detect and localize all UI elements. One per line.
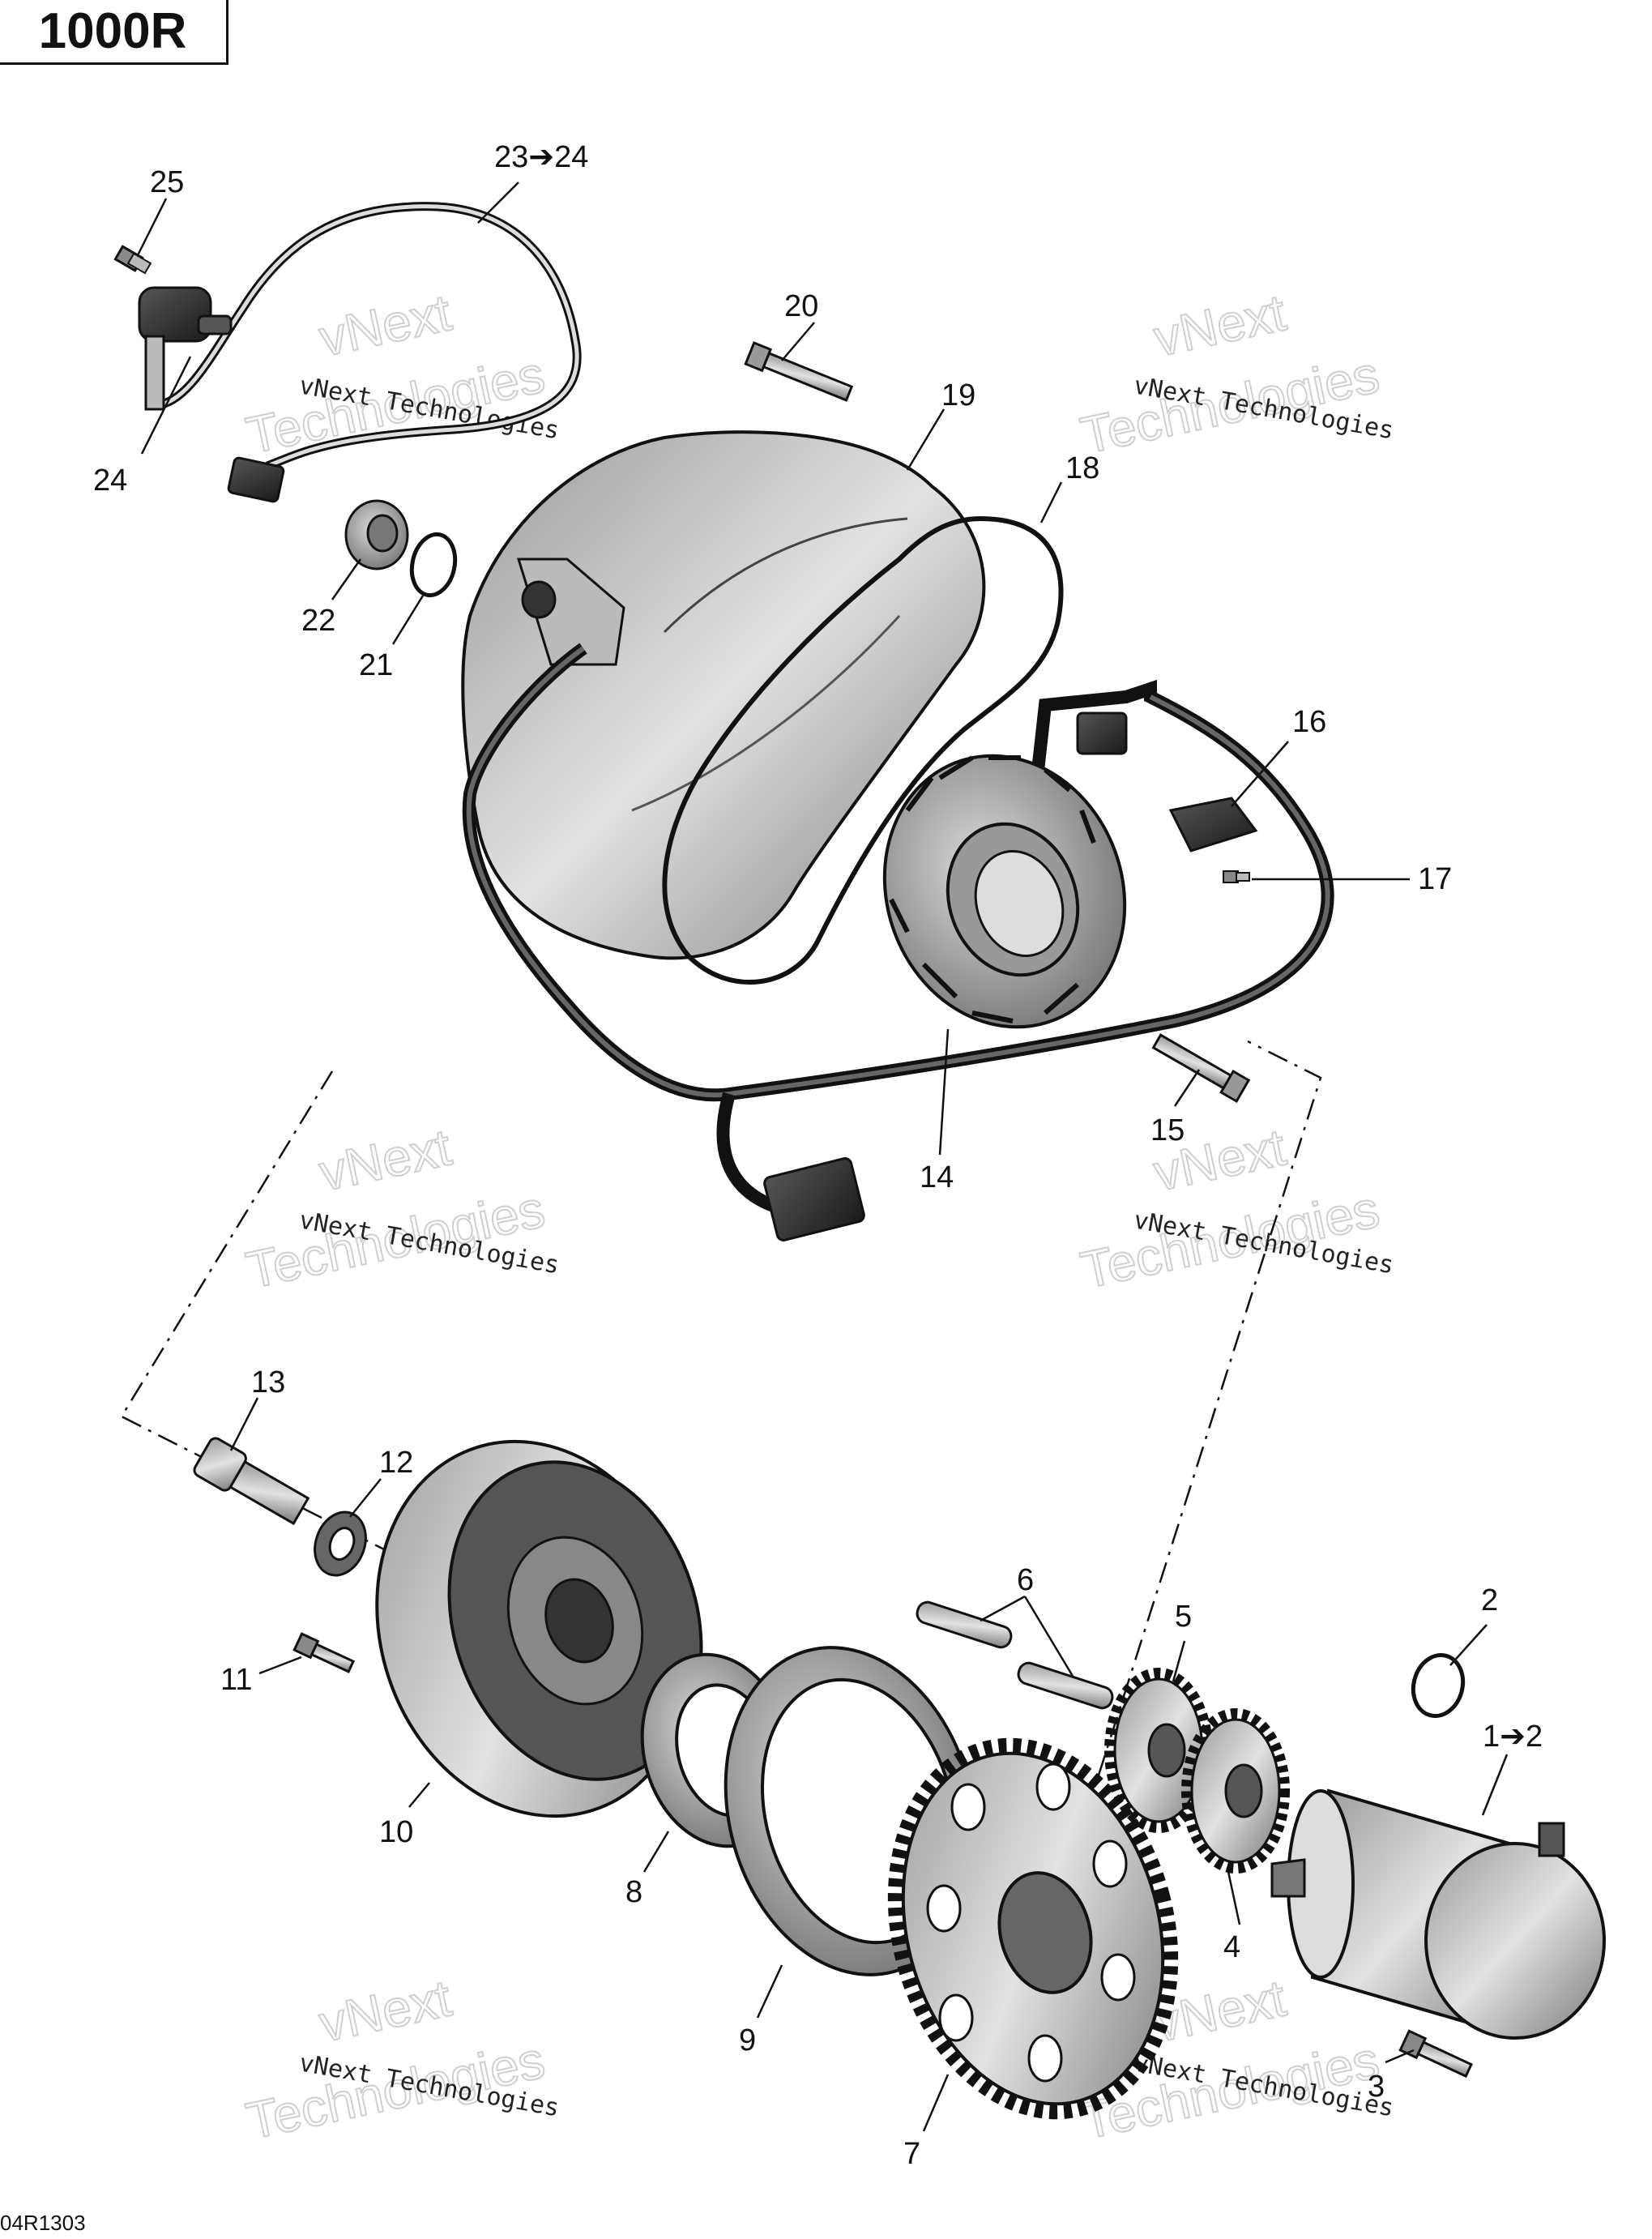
- flywheel-screw: [292, 1632, 356, 1673]
- callout-3: 3: [1368, 2070, 1385, 2104]
- callout-18: 18: [1065, 451, 1099, 485]
- starter-o-ring: [1411, 1652, 1466, 1719]
- gear-shaft-pin-lower: [1017, 1661, 1114, 1710]
- svg-text:vNext: vNext: [314, 283, 456, 367]
- callout-25: 25: [150, 165, 184, 199]
- svg-text:vNext: vNext: [314, 1968, 456, 2053]
- svg-text:vNext: vNext: [1149, 283, 1291, 367]
- callout-9: 9: [739, 2023, 756, 2057]
- callout-7: 7: [903, 2137, 920, 2171]
- callout-23-24: 23➔24: [494, 140, 588, 174]
- seal: [344, 499, 409, 570]
- wire-retaining-plate: [1168, 797, 1258, 852]
- callout-24: 24: [93, 464, 127, 498]
- plate-screw: [1223, 870, 1250, 883]
- watermark-top-right: vNext Technologies vNext Technologies: [1075, 282, 1396, 465]
- gear-shaft-pin-upper: [916, 1600, 1013, 1649]
- reduction-gear: [1181, 1708, 1290, 1874]
- sensor-connector: [227, 456, 285, 503]
- stator-bolt: [1151, 1033, 1251, 1104]
- svg-text:vNext: vNext: [314, 1117, 456, 1202]
- model-title: 1000R: [38, 2, 187, 59]
- sensor-screw: [113, 245, 152, 275]
- crank-position-sensor: [138, 286, 233, 411]
- cover-bolt: [744, 341, 854, 402]
- callout-12: 12: [379, 1446, 413, 1480]
- callout-21: 21: [359, 648, 393, 682]
- callout-2: 2: [1481, 1583, 1498, 1617]
- watermark-bottom-left: vNext Technologies vNext Technologies: [241, 1968, 561, 2151]
- starter-drive-gear: [887, 1737, 1179, 2120]
- callout-8: 8: [625, 1875, 642, 1909]
- callout-19: 19: [941, 378, 975, 412]
- starter-screw: [1398, 2029, 1473, 2079]
- stator: [882, 754, 1127, 1029]
- leader-lines: [136, 182, 1509, 2132]
- callout-13: 13: [251, 1365, 285, 1399]
- callout-20: 20: [784, 289, 818, 323]
- starter-motor: [1270, 1788, 1606, 2040]
- callout-1-2: 1➔2: [1483, 1720, 1543, 1754]
- o-ring-small: [409, 532, 458, 598]
- cover-gasket: [662, 515, 1064, 985]
- flywheel-washer: [314, 1510, 367, 1577]
- flywheel-bolt: [193, 1437, 310, 1526]
- callout-11: 11: [220, 1663, 252, 1697]
- callout-17: 17: [1418, 862, 1452, 896]
- callout-6: 6: [1017, 1563, 1034, 1597]
- flywheel-rotor: [375, 1439, 703, 1818]
- diagram-code: 04R1303: [0, 2211, 86, 2235]
- watermark-mid-left: vNext Technologies vNext Technologies: [241, 1117, 561, 1300]
- assembly-outline: [120, 1040, 1322, 1894]
- model-title-box: 1000R: [0, 0, 228, 65]
- magneto-cover: [461, 430, 986, 960]
- callout-10: 10: [379, 1815, 413, 1849]
- watermark-mid-right: vNext Technologies vNext Technologies: [1075, 1117, 1396, 1300]
- callout-4: 4: [1223, 1930, 1240, 1964]
- callout-14: 14: [920, 1160, 954, 1194]
- callout-16: 16: [1292, 705, 1326, 739]
- callout-22: 22: [301, 604, 335, 638]
- harness-connector: [763, 711, 1128, 1241]
- callout-5: 5: [1175, 1600, 1192, 1634]
- callout-15: 15: [1150, 1113, 1185, 1147]
